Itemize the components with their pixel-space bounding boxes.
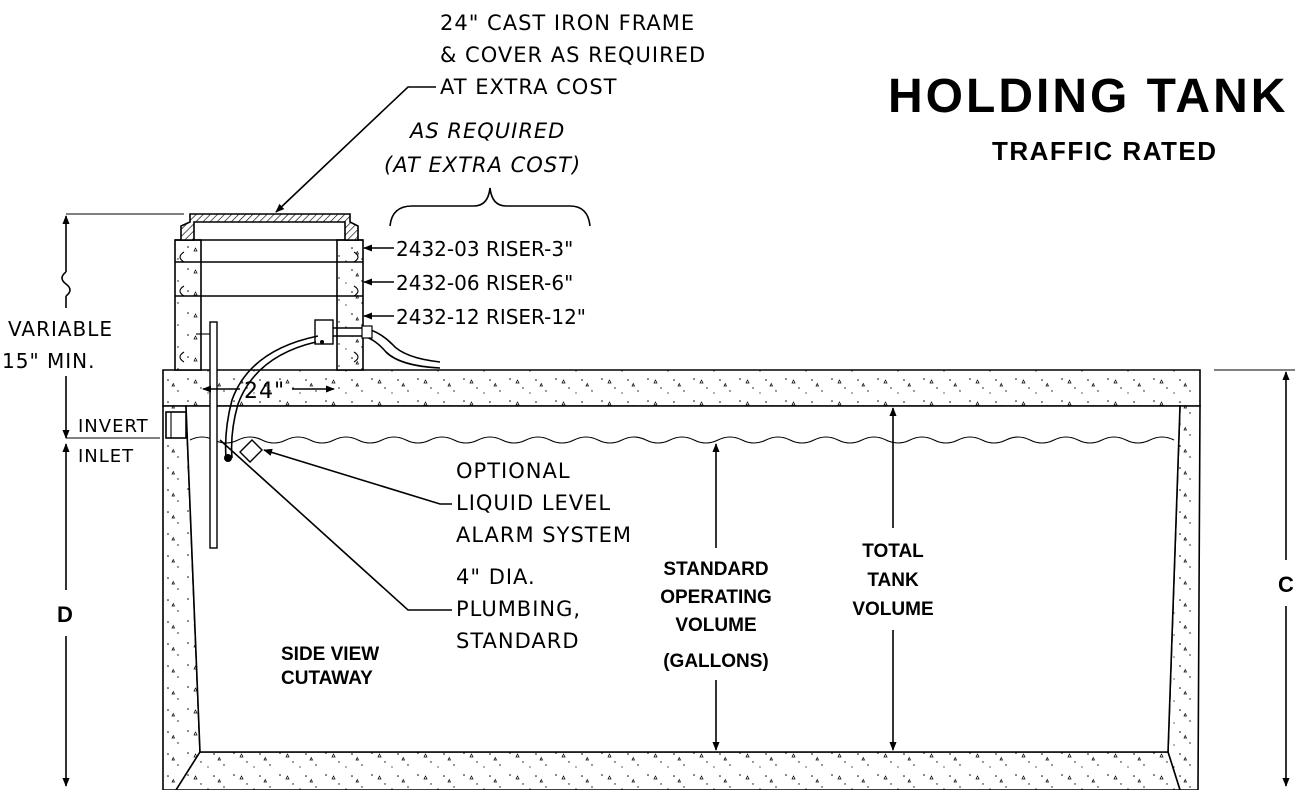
min-15-label: 15" MIN.	[2, 349, 95, 373]
total-volume-line1: TOTAL	[862, 541, 924, 562]
c-label: C	[1278, 572, 1294, 597]
plumbing-line1: 4" DIA.	[456, 565, 536, 589]
standard-volume-dimension: STANDARD OPERATING VOLUME (GALLONS)	[660, 443, 772, 751]
drawing-title: HOLDING TANK	[888, 70, 1288, 123]
total-volume-dimension: TOTAL TANK VOLUME	[852, 407, 934, 751]
plumbing-line2: PLUMBING,	[456, 597, 581, 621]
riser-labels: 2432-03 RISER-3" 2432-06 RISER-6" 2432-1…	[363, 237, 586, 329]
plumbing-pipe	[196, 321, 218, 549]
liquid-surface	[189, 436, 1175, 444]
d-dimension: D	[57, 443, 73, 787]
std-volume-line2: OPERATING	[660, 587, 772, 608]
riser-3-label: 2432-03 RISER-3"	[396, 237, 573, 261]
as-required-line2: (AT EXTRA COST)	[384, 153, 581, 177]
frame-cover-line2: & COVER AS REQUIRED	[440, 43, 706, 67]
invert-label: INVERT	[78, 416, 149, 437]
drawing-subtitle: TRAFFIC RATED	[992, 136, 1218, 166]
opening-dimension: 24"	[202, 379, 335, 404]
total-volume-line2: TANK	[867, 570, 919, 591]
as-required-line1: AS REQUIRED	[408, 119, 565, 143]
callout-frame-cover: 24" CAST IRON FRAME & COVER AS REQUIRED …	[275, 11, 706, 213]
riser-stack	[174, 239, 364, 371]
opening-label: 24"	[244, 379, 285, 404]
side-view-line2: CUTAWAY	[281, 668, 373, 689]
side-view-label: SIDE VIEW CUTAWAY	[281, 644, 379, 689]
frame-cover-line1: 24" CAST IRON FRAME	[440, 11, 695, 35]
alarm-line2: LIQUID LEVEL	[456, 491, 611, 515]
callout-alarm: OPTIONAL LIQUID LEVEL ALARM SYSTEM	[263, 448, 632, 547]
frame-cover-line3: AT EXTRA COST	[440, 75, 617, 99]
d-label: D	[57, 602, 73, 627]
inlet-label: INLET	[78, 446, 134, 467]
callout-as-required: AS REQUIRED (AT EXTRA COST)	[384, 119, 591, 227]
std-volume-line1: STANDARD	[663, 559, 768, 580]
plumbing-line3: STANDARD	[456, 629, 580, 653]
std-volume-line4: (GALLONS)	[663, 651, 769, 672]
cast-iron-frame-cover	[180, 213, 359, 241]
c-dimension: C	[1214, 369, 1295, 787]
std-volume-line3: VOLUME	[675, 615, 756, 636]
riser-12-label: 2432-12 RISER-12"	[396, 305, 586, 329]
tank-body	[162, 369, 1201, 790]
side-view-line1: SIDE VIEW	[281, 644, 379, 665]
variable-label: VARIABLE	[8, 317, 113, 341]
alarm-line3: ALARM SYSTEM	[456, 523, 632, 547]
total-volume-line3: VOLUME	[852, 599, 933, 620]
alarm-line1: OPTIONAL	[456, 459, 571, 483]
riser-brace	[389, 187, 591, 227]
liquid-level-alarm	[224, 319, 441, 463]
variable-dimension: VARIABLE 15" MIN. INVERT INLET	[2, 213, 184, 467]
callout-plumbing: 4" DIA. PLUMBING, STANDARD	[219, 439, 581, 653]
riser-6-label: 2432-06 RISER-6"	[396, 271, 573, 295]
inlet-pipe	[165, 411, 187, 439]
